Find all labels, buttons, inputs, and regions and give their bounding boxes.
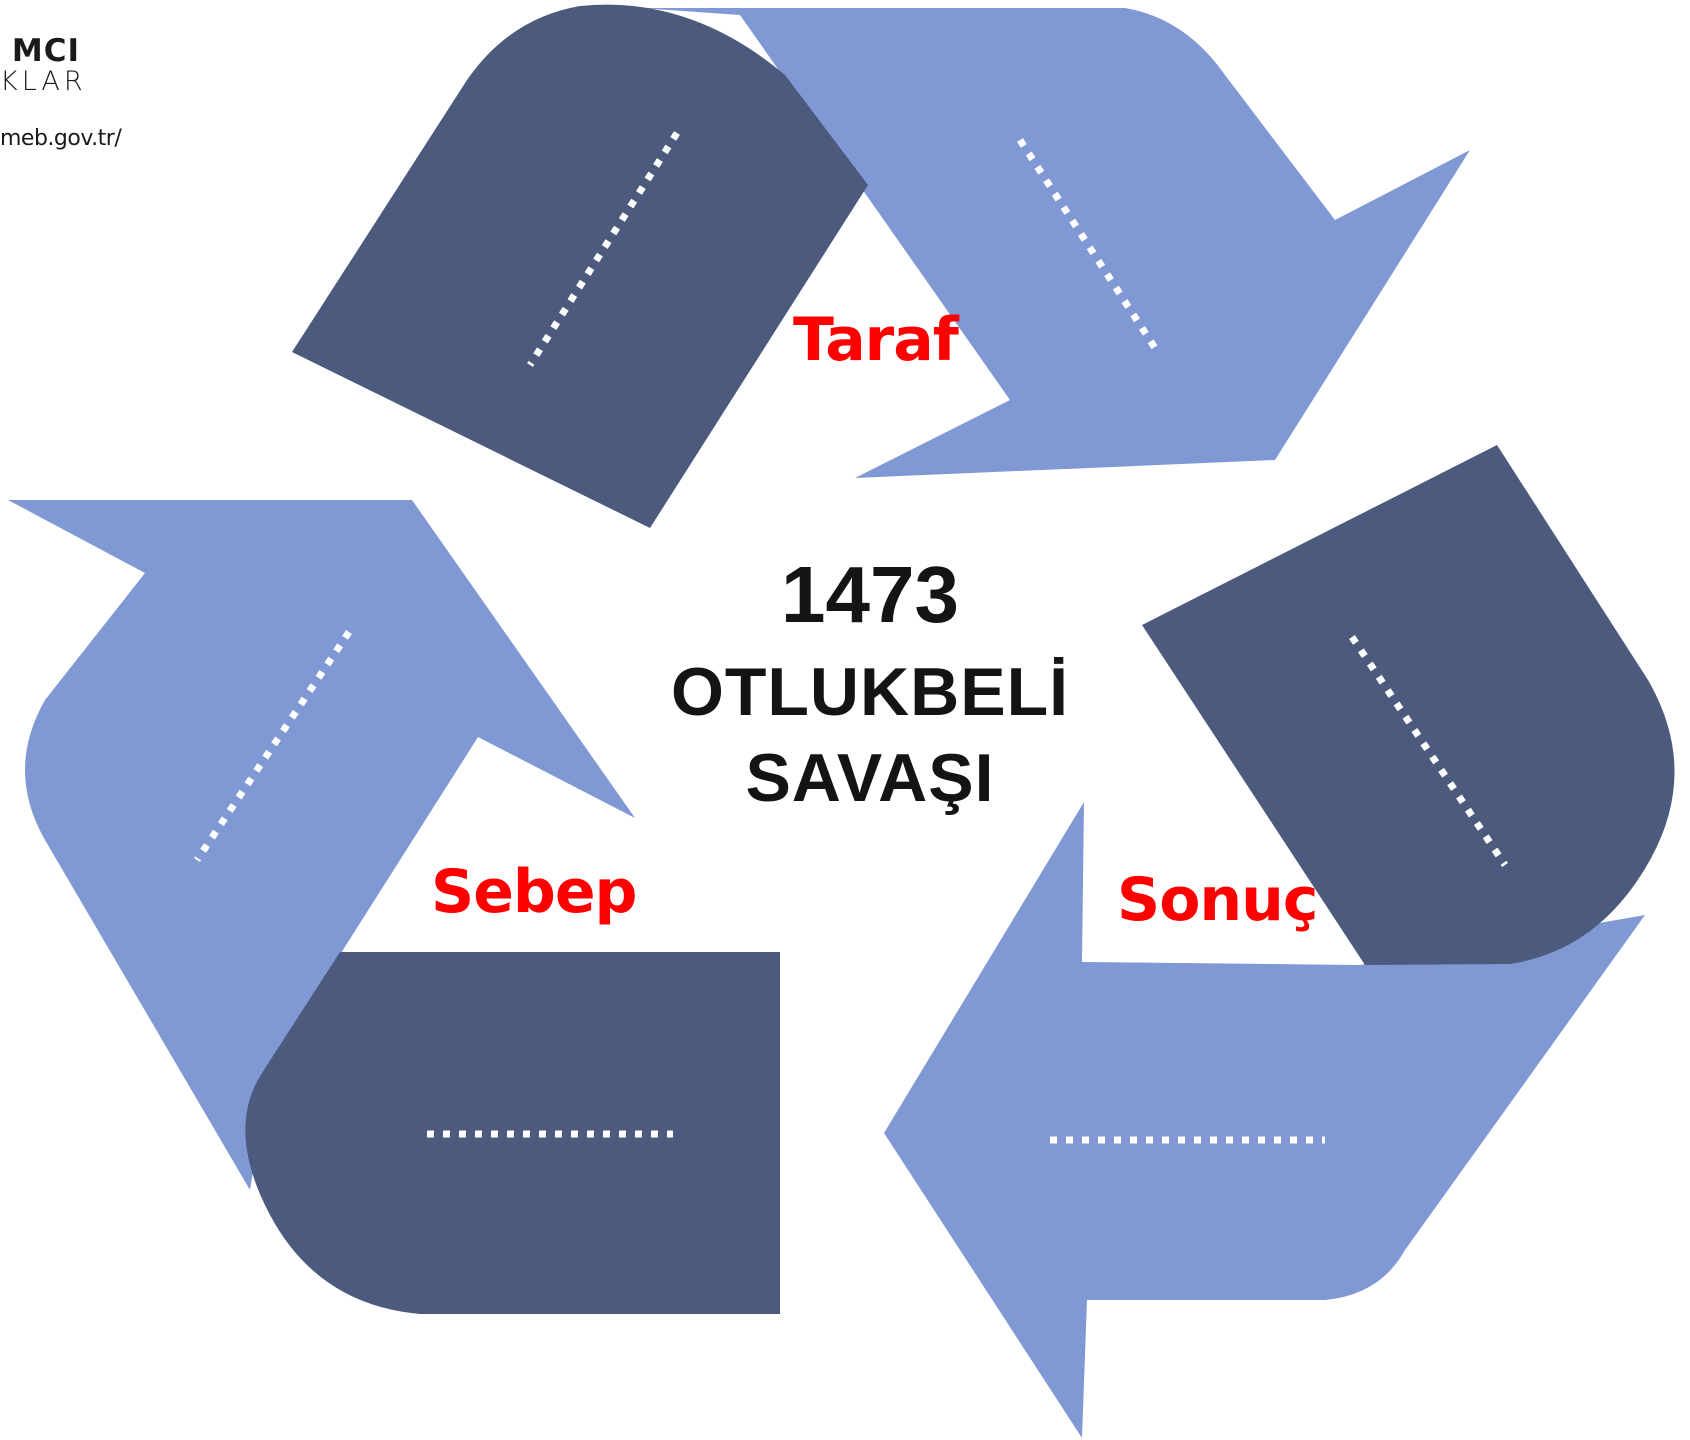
top-arrow-light-band: [640, 8, 1470, 478]
battle-name-line-1: OTLUKBELİ: [670, 654, 1070, 730]
segment-label-taraf: Taraf: [793, 305, 959, 375]
battle-title: 1473 OTLUKBELİ SAVAŞI: [620, 555, 1120, 821]
brand-logo-text: MCI KLAR: [0, 33, 87, 97]
top-arrow-dark-band: [292, 4, 868, 528]
brand-url-link[interactable]: meb.gov.tr/: [0, 126, 122, 151]
right-arrow-dark-band: [1142, 445, 1675, 965]
battle-name-line-2: SAVAŞI: [745, 740, 995, 816]
segment-label-sonuc: Sonuç: [1117, 865, 1318, 935]
taraf-dark-blank-dots: [527, 131, 680, 367]
sonuc-dark-blank-dots: [1349, 635, 1508, 867]
segment-label-sebep: Sebep: [431, 857, 637, 927]
battle-year: 1473: [781, 550, 959, 639]
sebep-light-blank-dots: [194, 630, 352, 862]
brand-line-2: KLAR: [0, 66, 87, 97]
left-arrow-light-band: [8, 500, 635, 1190]
brand-line-1: MCI: [11, 33, 80, 69]
